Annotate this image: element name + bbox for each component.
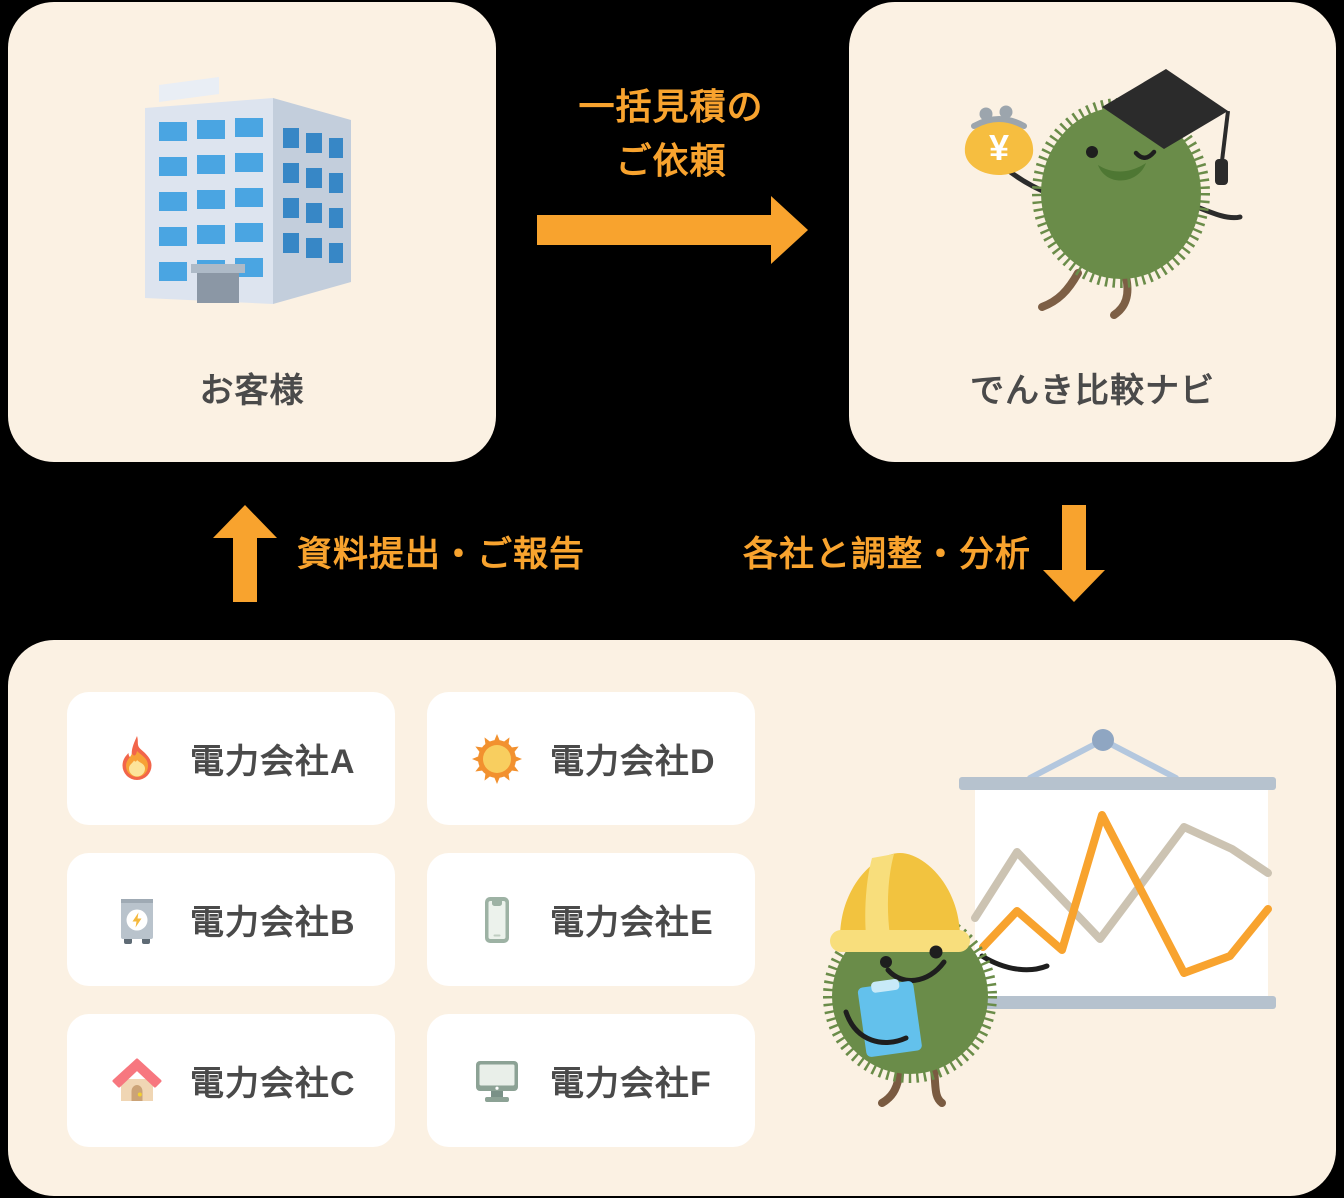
company-card: 電力会社C — [67, 1014, 395, 1147]
company-label: 電力会社F — [550, 1065, 712, 1103]
customer-panel: お客様 — [8, 2, 496, 462]
chart-line-tan — [971, 823, 1272, 943]
arrow-up-icon — [213, 505, 277, 602]
company-label: 電力会社E — [550, 904, 714, 942]
presenter-mascot-hardhat-icon — [823, 853, 1050, 1107]
board-pin-icon — [1092, 729, 1114, 751]
clipboard-icon — [857, 978, 922, 1057]
company-card: 電力会社D — [427, 692, 755, 825]
sun-icon — [472, 733, 522, 784]
service-panel: ¥ でんき比較ナビ — [849, 2, 1336, 462]
customer-label: お客様 — [199, 372, 305, 410]
company-label: 電力会社B — [190, 904, 356, 942]
company-card: 電力会社B — [67, 853, 395, 986]
flow-report-label: 資料提出・ご報告 — [297, 535, 586, 574]
flow-request-label: 一括見積の ご依頼 — [578, 86, 764, 181]
smartphone-icon — [485, 896, 509, 943]
company-card: 電力会社A — [67, 692, 395, 825]
service-label: でんき比較ナビ — [970, 372, 1215, 410]
companies-panel: 電力会社A — [8, 640, 1336, 1196]
presentation-chart-board — [959, 729, 1276, 1009]
company-label: 電力会社C — [190, 1065, 356, 1103]
service-mascot-graduate-icon: ¥ — [964, 69, 1243, 319]
arrow-down-icon — [1043, 505, 1105, 602]
company-card: 電力会社E — [427, 853, 755, 986]
coin-purse-icon: ¥ — [964, 105, 1034, 175]
company-label: 電力会社D — [550, 743, 716, 781]
flow-coordinate-label: 各社と調整・分析 — [743, 535, 1032, 574]
chart-line-orange — [979, 811, 1272, 977]
battery-icon — [121, 898, 153, 944]
monitor-icon — [476, 1060, 518, 1102]
company-label: 電力会社A — [190, 743, 356, 781]
company-card: 電力会社F — [427, 1014, 755, 1147]
office-building-icon — [145, 77, 351, 304]
flame-icon — [122, 735, 152, 780]
arrow-right-icon — [537, 196, 808, 264]
house-icon — [112, 1058, 162, 1101]
yen-symbol: ¥ — [989, 127, 1009, 168]
